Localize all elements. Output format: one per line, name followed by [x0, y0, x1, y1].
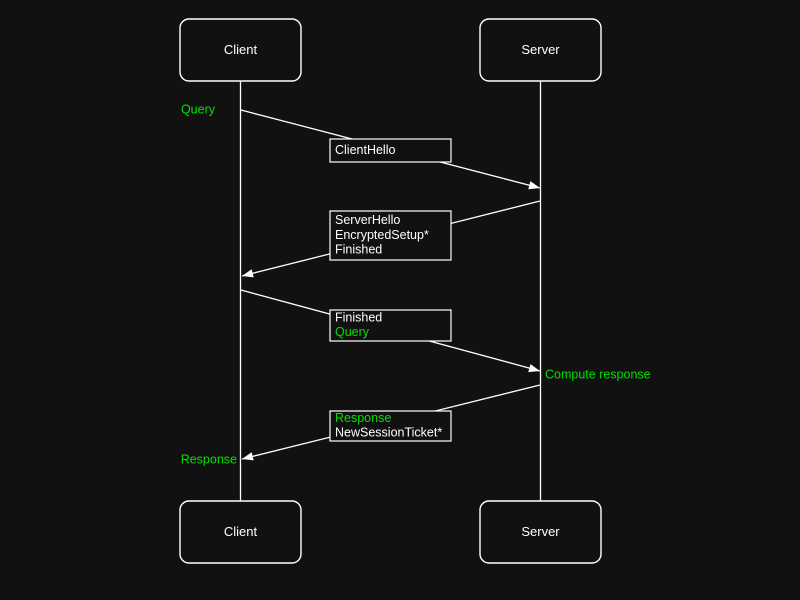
msg-client-hello-arrowhead	[528, 181, 540, 190]
actor-client-top-label: Client	[224, 42, 258, 57]
note-query: Query	[181, 102, 216, 116]
msg-client-hello-label-box[interactable]: ClientHello	[329, 138, 452, 163]
msg-finished-query-label-line-1: Query	[335, 325, 370, 339]
msg-response-ticket-label-line-1: NewSessionTicket*	[335, 426, 442, 440]
actor-server-bottom[interactable]: Server	[479, 500, 602, 564]
actor-server-top-label: Server	[521, 42, 560, 57]
msg-client-hello-label-line-0: ClientHello	[335, 143, 395, 157]
actor-server-bottom-box[interactable]	[479, 500, 602, 564]
message-label-boxes-group: ClientHelloServerHelloEncryptedSetup*Fin…	[329, 138, 452, 442]
actor-client-top-box[interactable]	[179, 18, 302, 82]
msg-server-hello-label-line-2: Finished	[335, 243, 382, 257]
actor-server-top[interactable]: Server	[479, 18, 602, 82]
actor-client-bottom-label: Client	[224, 524, 258, 539]
msg-finished-query-label-line-0: Finished	[335, 310, 382, 324]
msg-finished-query-label-box-rect[interactable]	[329, 309, 452, 342]
lifelines-group	[239, 81, 542, 501]
msg-server-hello-label-line-1: EncryptedSetup*	[335, 228, 429, 242]
actor-server-bottom-label: Server	[521, 524, 560, 539]
msg-server-hello-arrowhead	[242, 269, 254, 278]
actor-client-bottom[interactable]: Client	[179, 500, 302, 564]
msg-response-ticket-label-line-0: Response	[335, 411, 391, 425]
note-response: Response	[181, 452, 237, 466]
actor-client-bottom-box[interactable]	[179, 500, 302, 564]
msg-client-hello-label-box-rect[interactable]	[329, 138, 452, 163]
msg-response-ticket-arrowhead	[242, 452, 254, 461]
msg-server-hello-label-line-0: ServerHello	[335, 213, 400, 227]
note-compute-response: Compute response	[545, 367, 651, 381]
actor-server-top-box[interactable]	[479, 18, 602, 82]
actor-client-top[interactable]: Client	[179, 18, 302, 82]
msg-finished-query-arrowhead	[528, 364, 540, 373]
msg-response-ticket-label-box-rect[interactable]	[329, 410, 452, 442]
msg-server-hello-label-box-rect[interactable]	[329, 210, 452, 261]
